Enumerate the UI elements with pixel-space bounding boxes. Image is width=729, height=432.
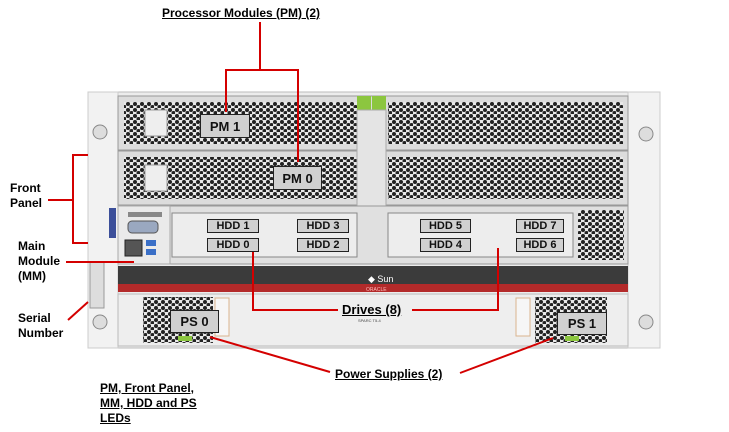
hdd2-label: HDD 2 xyxy=(297,238,349,252)
hdd5-label: HDD 5 xyxy=(420,219,471,233)
pm0-vent-right xyxy=(388,157,623,199)
callout-lines xyxy=(48,22,554,374)
power-supplies-callout: Power Supplies (2) xyxy=(335,367,443,381)
sun-logo: ◆ Sun xyxy=(368,274,393,284)
vga-port xyxy=(127,220,159,234)
model-label: SPARC T5-4 xyxy=(358,318,382,323)
callout-line-text: (MM) xyxy=(18,269,46,283)
processor-modules-callout: Processor Modules (PM) (2) xyxy=(162,6,321,20)
hdd1-label: HDD 1 xyxy=(207,219,259,233)
serial-number-tag xyxy=(89,261,105,309)
callout-line-text: Serial xyxy=(18,311,51,325)
callout-line-text: LEDs xyxy=(100,411,131,425)
ps0-label: PS 0 xyxy=(170,310,219,333)
rack-hole xyxy=(92,314,108,330)
callout-line-text: Panel xyxy=(10,196,43,210)
ethernet-port xyxy=(124,239,143,257)
drives-callout: Drives (8) xyxy=(342,302,402,317)
rack-hole xyxy=(638,126,654,142)
oracle-logo: ORACLE xyxy=(366,287,387,293)
ps1-label: PS 1 xyxy=(557,312,607,335)
blue-tab xyxy=(109,208,116,238)
hdd7-label: HDD 7 xyxy=(516,219,564,233)
pm1-label: PM 1 xyxy=(200,114,250,138)
rack-hole xyxy=(638,314,654,330)
callout-line-text: PM, Front Panel, xyxy=(100,381,195,395)
mm-vent xyxy=(578,210,624,260)
hdd0-label: HDD 0 xyxy=(207,238,259,252)
pm0-label: PM 0 xyxy=(273,166,322,190)
callout-line-text: Module xyxy=(18,254,60,268)
callout-line-text: Main xyxy=(18,239,46,253)
pm1-vent-right xyxy=(388,102,623,144)
rack-hole xyxy=(92,124,108,140)
hdd4-label: HDD 4 xyxy=(420,238,471,252)
callout-line-text: Number xyxy=(18,326,64,340)
callout-line-text: Front xyxy=(10,181,41,195)
hdd6-label: HDD 6 xyxy=(516,238,564,252)
callout-line-text: MM, HDD and PS xyxy=(100,396,197,410)
hdd3-label: HDD 3 xyxy=(297,219,349,233)
